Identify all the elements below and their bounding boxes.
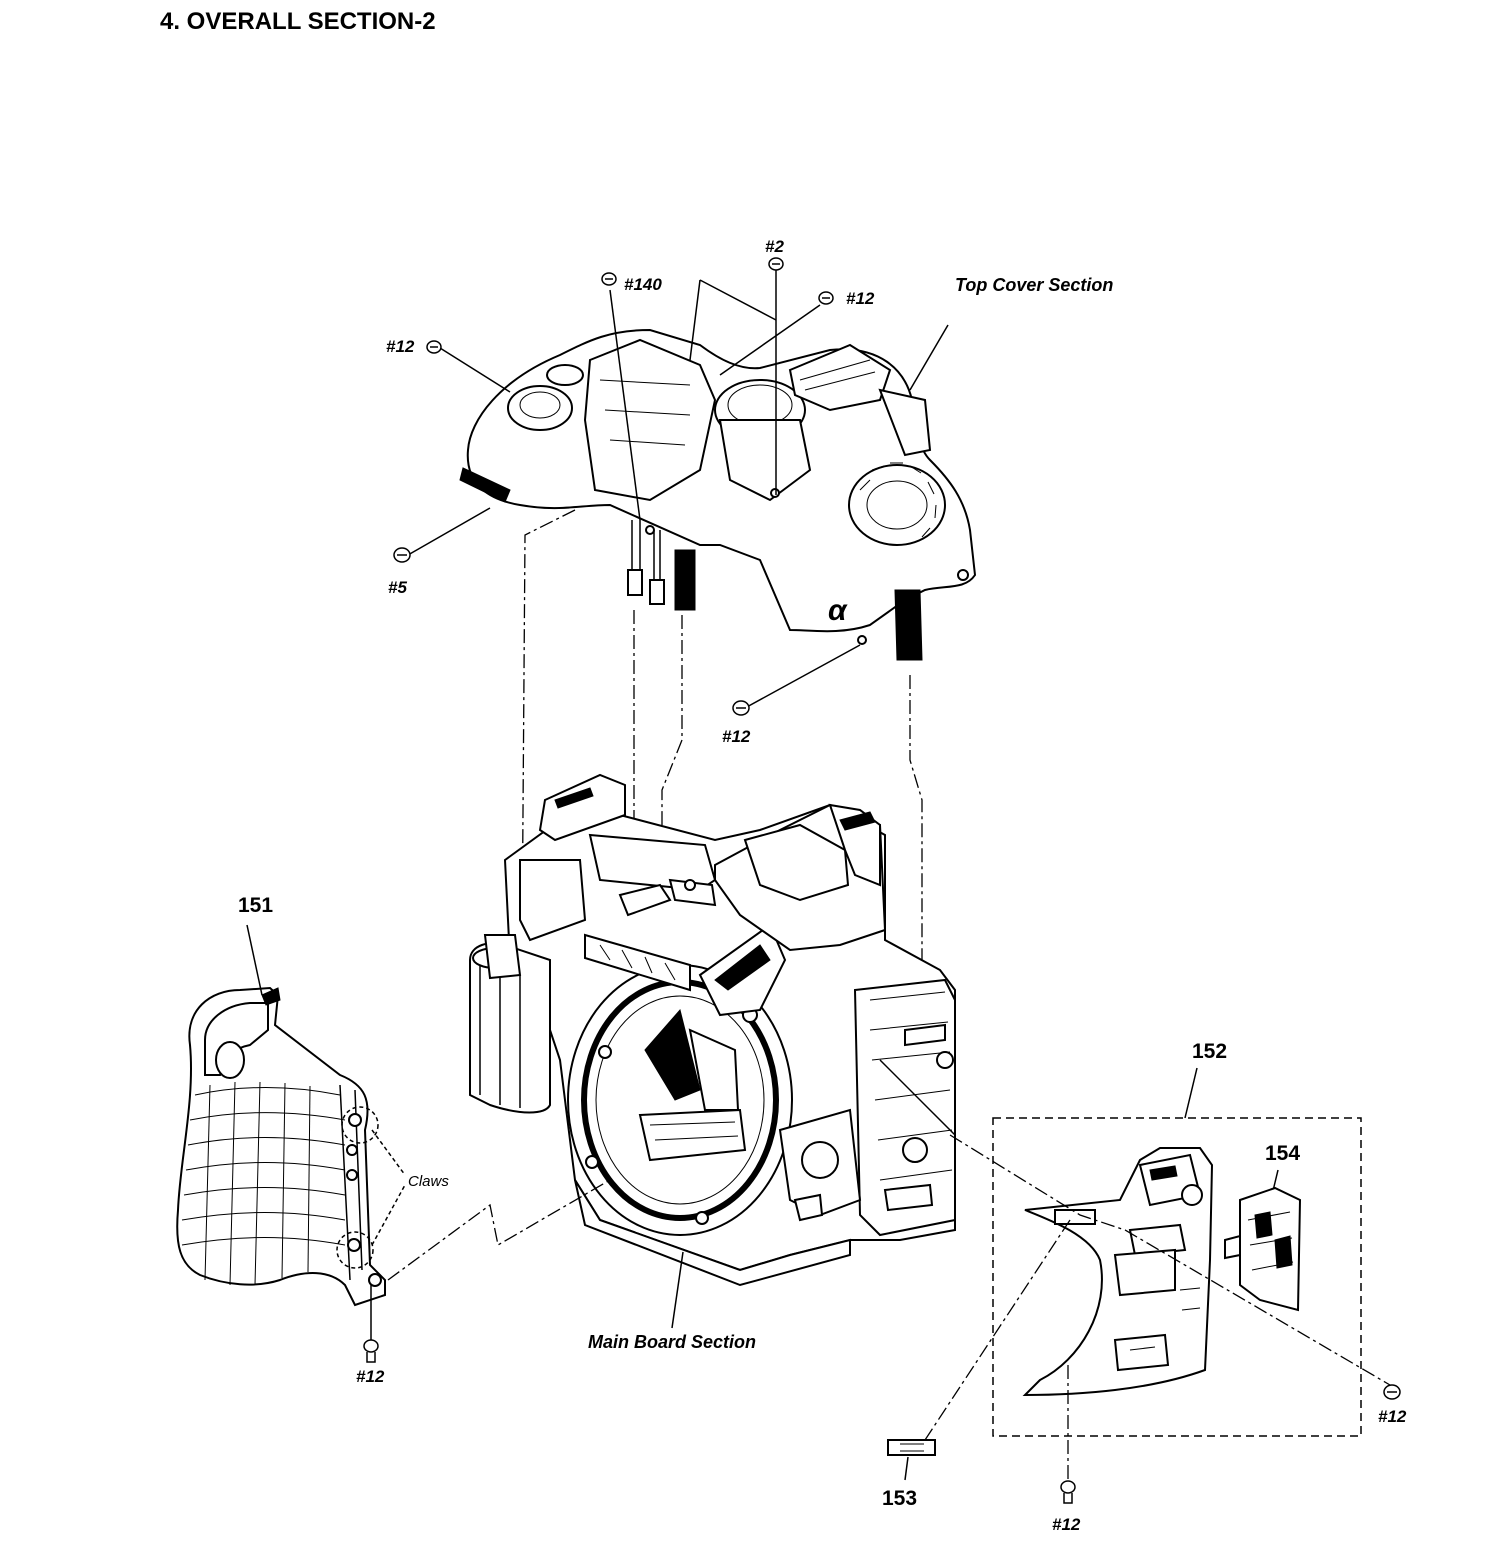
part-153 — [887, 1439, 936, 1456]
side-cover-slot — [1054, 1209, 1096, 1225]
screw-12-left — [426, 340, 442, 354]
alpha-logo: α — [828, 594, 848, 627]
screw-label-12-mid: #12 — [722, 727, 751, 746]
cover-154 — [1224, 1186, 1302, 1312]
part-label-151: 151 — [238, 894, 273, 917]
screw-label-140: #140 — [624, 275, 662, 294]
body-to-152-line — [879, 1059, 956, 1136]
side-panel — [853, 978, 956, 1237]
flex-cable-2 — [894, 589, 923, 661]
top-grille — [459, 467, 511, 503]
viewfinder-hump — [583, 338, 717, 502]
part-152-boundary — [992, 1117, 1362, 1437]
body-grip-core — [469, 942, 551, 1114]
claws-label: Claws — [408, 1173, 449, 1190]
screw-12-bottom — [1060, 1480, 1076, 1504]
leader-151 — [246, 924, 263, 996]
mirror-shadow — [644, 1008, 701, 1101]
top-cover-section-label: Top Cover Section — [955, 275, 1113, 295]
screw-label-12-right: #12 — [1378, 1407, 1407, 1426]
leader-152 — [1184, 1067, 1198, 1119]
part-153-body — [887, 1439, 936, 1456]
control-dial — [848, 464, 946, 546]
top-cover-leaders — [407, 270, 949, 709]
screw-12-mid — [732, 700, 750, 716]
screw-label-12-bottom: #12 — [1052, 1515, 1081, 1534]
part-label-154: 154 — [1265, 1142, 1300, 1165]
claw-callout-upper — [341, 1106, 379, 1144]
side-cover-152 — [1022, 1147, 1214, 1397]
part-label-152: 152 — [1192, 1040, 1227, 1063]
grip-alignment-line — [387, 1179, 611, 1281]
left-dial — [507, 385, 573, 431]
alignment-152-right — [949, 1134, 1391, 1386]
screw-label-12-top: #12 — [846, 289, 875, 308]
top-cover-section: α — [459, 328, 977, 661]
leader-153 — [904, 1456, 909, 1481]
alignment-153 — [924, 1219, 1071, 1441]
screw-2 — [768, 257, 784, 271]
screw-12-top — [818, 291, 834, 305]
screw-label-5: #5 — [388, 578, 407, 597]
screw-140 — [601, 272, 617, 286]
screw-label-12-grip: #12 — [356, 1367, 385, 1386]
screw-label-12-left: #12 — [386, 337, 415, 356]
top-left-block — [538, 773, 626, 842]
screw-label-2: #2 — [765, 237, 784, 256]
main-board-leader — [671, 1251, 684, 1329]
screw-12-grip — [363, 1339, 379, 1363]
screw-5 — [393, 547, 411, 563]
main-board-section — [469, 773, 956, 1287]
claw-callout-lower — [336, 1231, 374, 1269]
part-label-153: 153 — [882, 1487, 917, 1510]
main-board-section-label: Main Board Section — [588, 1332, 756, 1352]
left-button — [546, 364, 584, 386]
grip-part-151 — [176, 986, 386, 1307]
page-title: 4. OVERALL SECTION-2 — [160, 8, 436, 35]
screw-12-right — [1383, 1384, 1401, 1400]
flex-cable-1 — [674, 549, 696, 611]
